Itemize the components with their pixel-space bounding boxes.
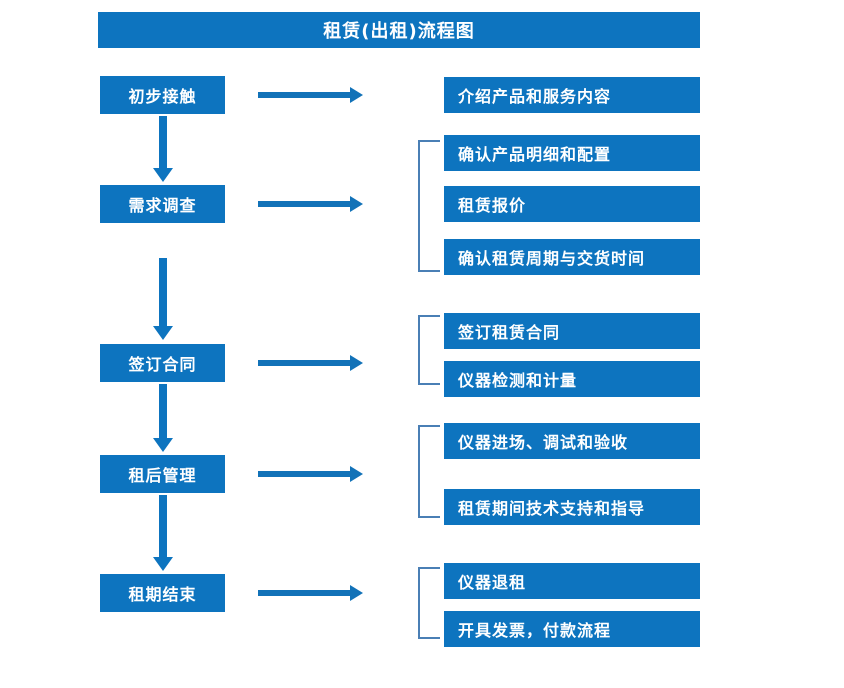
detail-box-4[interactable]: 确认租赁周期与交货时间	[444, 239, 700, 275]
down-arrow-icon-2	[150, 258, 176, 342]
down-arrow-svg-3	[153, 384, 173, 452]
stage-box-5[interactable]: 租期结束	[100, 574, 225, 612]
right-arrow-svg-4	[258, 466, 363, 482]
detail-box-3[interactable]: 租赁报价	[444, 186, 700, 222]
detail-box-7[interactable]: 仪器进场、调试和验收	[444, 423, 700, 459]
detail-box-1[interactable]: 介绍产品和服务内容	[444, 77, 700, 113]
detail-box-9[interactable]: 仪器退租	[444, 563, 700, 599]
stage-box-4[interactable]: 租后管理	[100, 455, 225, 493]
detail-box-5[interactable]: 签订租赁合同	[444, 313, 700, 349]
down-arrow-svg-4	[153, 495, 173, 571]
right-arrow-svg-3	[258, 355, 363, 371]
group-bracket-icon-4	[418, 567, 440, 639]
detail-box-2[interactable]: 确认产品明细和配置	[444, 135, 700, 171]
stage-box-2[interactable]: 需求调查	[100, 185, 225, 223]
right-arrow-icon-3	[258, 354, 364, 372]
right-arrow-icon-5	[258, 584, 364, 602]
right-arrow-icon-4	[258, 465, 364, 483]
down-arrow-icon-1	[150, 116, 176, 184]
right-arrow-svg-2	[258, 196, 363, 212]
detail-box-10[interactable]: 开具发票，付款流程	[444, 611, 700, 647]
right-arrow-svg-5	[258, 585, 363, 601]
group-bracket-icon-2	[418, 315, 440, 385]
detail-box-8[interactable]: 租赁期间技术支持和指导	[444, 489, 700, 525]
right-arrow-icon-2	[258, 195, 364, 213]
group-bracket-icon-3	[418, 425, 440, 518]
detail-box-6[interactable]: 仪器检测和计量	[444, 361, 700, 397]
down-arrow-svg-1	[153, 116, 173, 182]
page-title: 租赁(出租)流程图	[98, 12, 700, 48]
down-arrow-icon-4	[150, 495, 176, 573]
stage-box-3[interactable]: 签订合同	[100, 344, 225, 382]
stage-box-1[interactable]: 初步接触	[100, 76, 225, 114]
right-arrow-svg-1	[258, 87, 363, 103]
right-arrow-icon-1	[258, 86, 364, 104]
group-bracket-icon-1	[418, 140, 440, 272]
down-arrow-svg-2	[153, 258, 173, 340]
down-arrow-icon-3	[150, 384, 176, 454]
